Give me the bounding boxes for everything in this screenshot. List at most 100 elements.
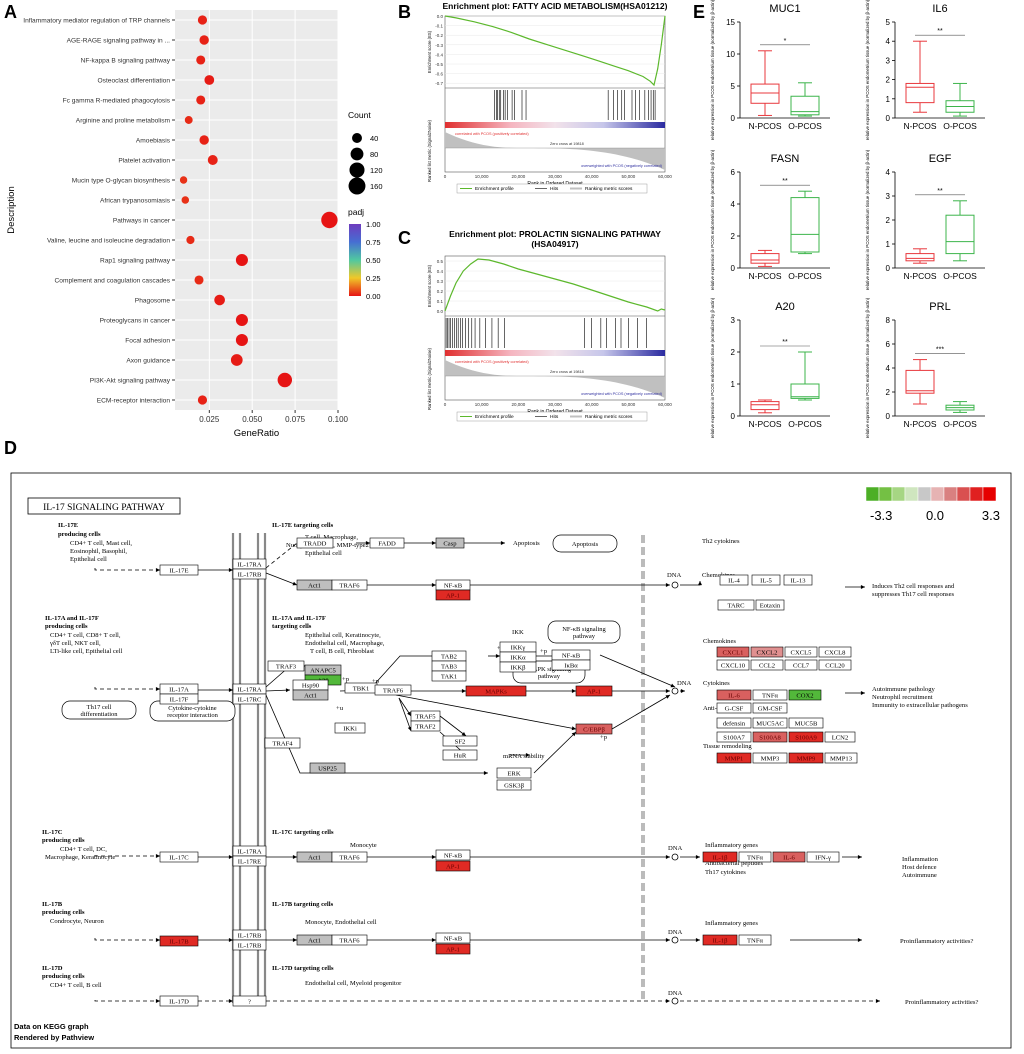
pathway-arrowhead: [665, 689, 670, 693]
y-axis-title-rank: Ranked list metric (Signal2Noise): [427, 119, 432, 182]
pathway-rounded-label-r5: MAPK signaling: [527, 666, 572, 673]
x-tick-label: 30,000: [548, 174, 562, 179]
pathway-text-t50: Antibacterial peptides: [705, 860, 763, 867]
legend-padj-title: padj: [348, 207, 364, 217]
y-axis-title: relative expression in PCOS endometrium …: [710, 298, 715, 438]
box: [945, 214, 975, 255]
scale-min-label: -3.3: [870, 508, 892, 523]
pathway-arrowhead: [431, 541, 436, 545]
gene-node-n1: [159, 564, 199, 576]
gene-node-label-n74: Act1: [308, 855, 321, 862]
gene-node-n44: [442, 749, 478, 761]
gene-node-n14: [717, 599, 755, 611]
boxplot-title: MUC1: [769, 3, 800, 15]
pathway-rounded-label-r5: pathway: [538, 673, 561, 680]
gene-node-n19: [232, 693, 267, 705]
scale-swatch: [878, 486, 893, 502]
pathway-arrowhead: [483, 771, 488, 775]
gene-node-label-n12: IL-5: [760, 578, 772, 585]
pathway-arrowhead: [228, 568, 233, 572]
annotation-negative: overweighted with PCOS (negatively corre…: [581, 392, 663, 396]
gene-node-label-n5: FADD: [378, 541, 396, 548]
pathway-text-t30: +p: [372, 678, 380, 685]
pathway-edge: [94, 568, 160, 571]
dna-node: [671, 997, 679, 1005]
pathway-arrowhead: [665, 938, 670, 942]
y-tick-label: 0.3: [437, 279, 444, 284]
gene-node-n43: [442, 735, 478, 747]
y-axis-title: relative expression in PCOS endometrium …: [865, 0, 870, 140]
category-label: Phagosome: [135, 298, 171, 305]
data-point: [181, 196, 190, 204]
legend-padj-label: 0.00: [366, 292, 381, 301]
gene-node-label-n83: IL-17RB: [238, 933, 262, 940]
gene-node-label-n68: MMP3: [761, 756, 780, 763]
pathway-arrowhead: [860, 691, 865, 695]
box: [790, 197, 820, 253]
pathway-text-t1: IL-17E: [58, 522, 79, 529]
gene-node-label-n31: TAB3: [441, 664, 458, 671]
category-label: N-PCOS: [748, 121, 781, 131]
data-point: [204, 75, 215, 85]
pathway-text-t26: IKK: [512, 629, 524, 636]
x-tick-label: 0.100: [328, 415, 349, 424]
pathway-text-t6: IL-17E targeting cells: [272, 522, 334, 529]
category-label: N-PCOS: [903, 419, 936, 429]
pathway-text-t3: CD4+ T cell, Mast cell,: [70, 540, 132, 547]
gene-node-n8: [331, 579, 368, 591]
category-label: Axon guidance: [126, 358, 170, 365]
gene-node-label-n33: IKKγ: [511, 645, 526, 652]
gene-node-n87: [435, 932, 471, 944]
pathway-arrowhead: [670, 683, 675, 688]
legend-padj-label: 0.50: [366, 256, 381, 265]
gene-node-n52: [750, 659, 784, 671]
data-point: [214, 294, 225, 306]
category-label: N-PCOS: [748, 271, 781, 281]
pathway-text-t25: T cell, B cell, Fibroblast: [310, 648, 374, 655]
pathway-arrowhead: [860, 585, 865, 589]
gene-node-n56: [752, 689, 788, 701]
gene-node-label-n50: CXCL8: [825, 650, 847, 657]
pathway-arrowhead: [365, 541, 370, 545]
gene-node-n13: [783, 574, 813, 586]
gene-node-n46: [496, 779, 532, 791]
pathway-text-t64: producing cells: [42, 973, 85, 980]
x-tick-label: 60,000: [658, 174, 672, 179]
gene-node-label-n2: IL-17RA: [237, 562, 261, 569]
x-tick-label: 20,000: [511, 174, 525, 179]
gene-node-label-n37: IκBα: [564, 663, 578, 670]
y-axis-title-es: Enrichment score (ES): [427, 30, 432, 73]
box: [750, 253, 780, 264]
gene-node-n49: [784, 646, 818, 658]
pathway-arrowhead: [525, 753, 530, 757]
gene-node-label-n62: MUC5B: [795, 721, 818, 728]
gene-node-label-n57: COX2: [796, 693, 813, 700]
y-tick-label: 0: [731, 412, 736, 421]
chart-title: Enrichment plot: PROLACTIN SIGNALING PAT…: [449, 229, 661, 239]
pathway-rounded-r4: [547, 620, 621, 644]
gene-node-label-n73: IL-17RE: [238, 859, 261, 866]
gene-node-label-n3: IL-17RB: [238, 572, 262, 579]
boxplot-title: A20: [775, 301, 795, 313]
box: [790, 95, 820, 116]
gene-node-label-n11: IL-4: [728, 578, 740, 585]
gene-node-n11: [719, 574, 749, 586]
data-point: [179, 176, 188, 184]
pathway-arrowhead: [665, 999, 670, 1003]
gene-node-label-n15: Eotaxin: [760, 603, 781, 610]
gene-node-n55: [716, 689, 752, 701]
gene-node-label-n8: TRAF6: [339, 583, 360, 590]
gene-node-n35: [499, 661, 537, 673]
y-axis-title: relative expression in PCOS endometrium …: [865, 298, 870, 438]
data-point: [235, 313, 248, 327]
x-tick-label: 0: [444, 174, 447, 179]
gene-node-label-n51: CXCL10: [721, 663, 746, 670]
significance-label: **: [782, 339, 788, 346]
gene-node-n27: [334, 722, 366, 734]
data-point: [184, 116, 193, 124]
legend-count-label: 160: [370, 182, 383, 191]
gene-node-n45: [496, 767, 532, 779]
gene-node-label-n49: CXCL5: [791, 650, 813, 657]
gene-node-n71: [159, 851, 199, 863]
